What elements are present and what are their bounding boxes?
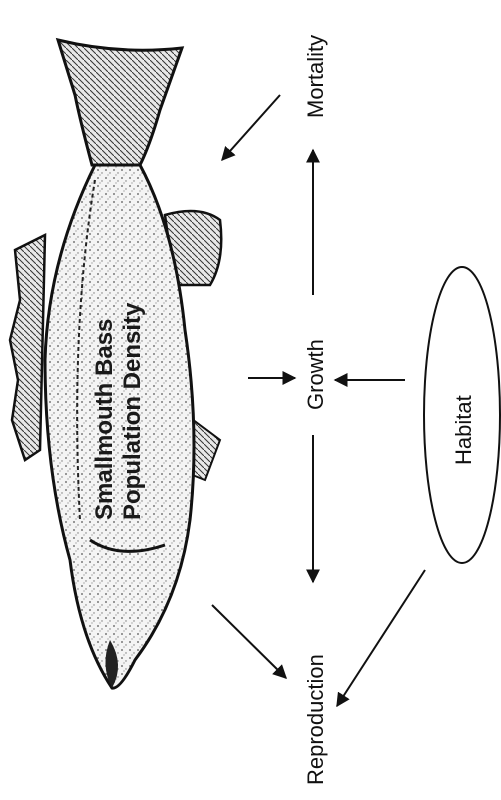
fish-illustration: Smallmouth Bass Population Density bbox=[10, 40, 221, 688]
fish-label-line2: Population Density bbox=[119, 302, 146, 520]
arrow-habitat-to-reproduction bbox=[337, 570, 425, 706]
reproduction-label: Reproduction bbox=[303, 654, 328, 785]
arrow-fish-to-reproduction bbox=[212, 605, 286, 678]
fish-dorsal-fin bbox=[10, 235, 45, 460]
fish-tail bbox=[58, 40, 182, 165]
growth-label: Growth bbox=[303, 339, 328, 410]
fish-label-line1: Smallmouth Bass bbox=[91, 319, 118, 520]
arrow-mortality-to-fish bbox=[222, 95, 280, 160]
habitat-label: Habitat bbox=[451, 395, 476, 465]
mortality-label: Mortality bbox=[303, 35, 328, 118]
